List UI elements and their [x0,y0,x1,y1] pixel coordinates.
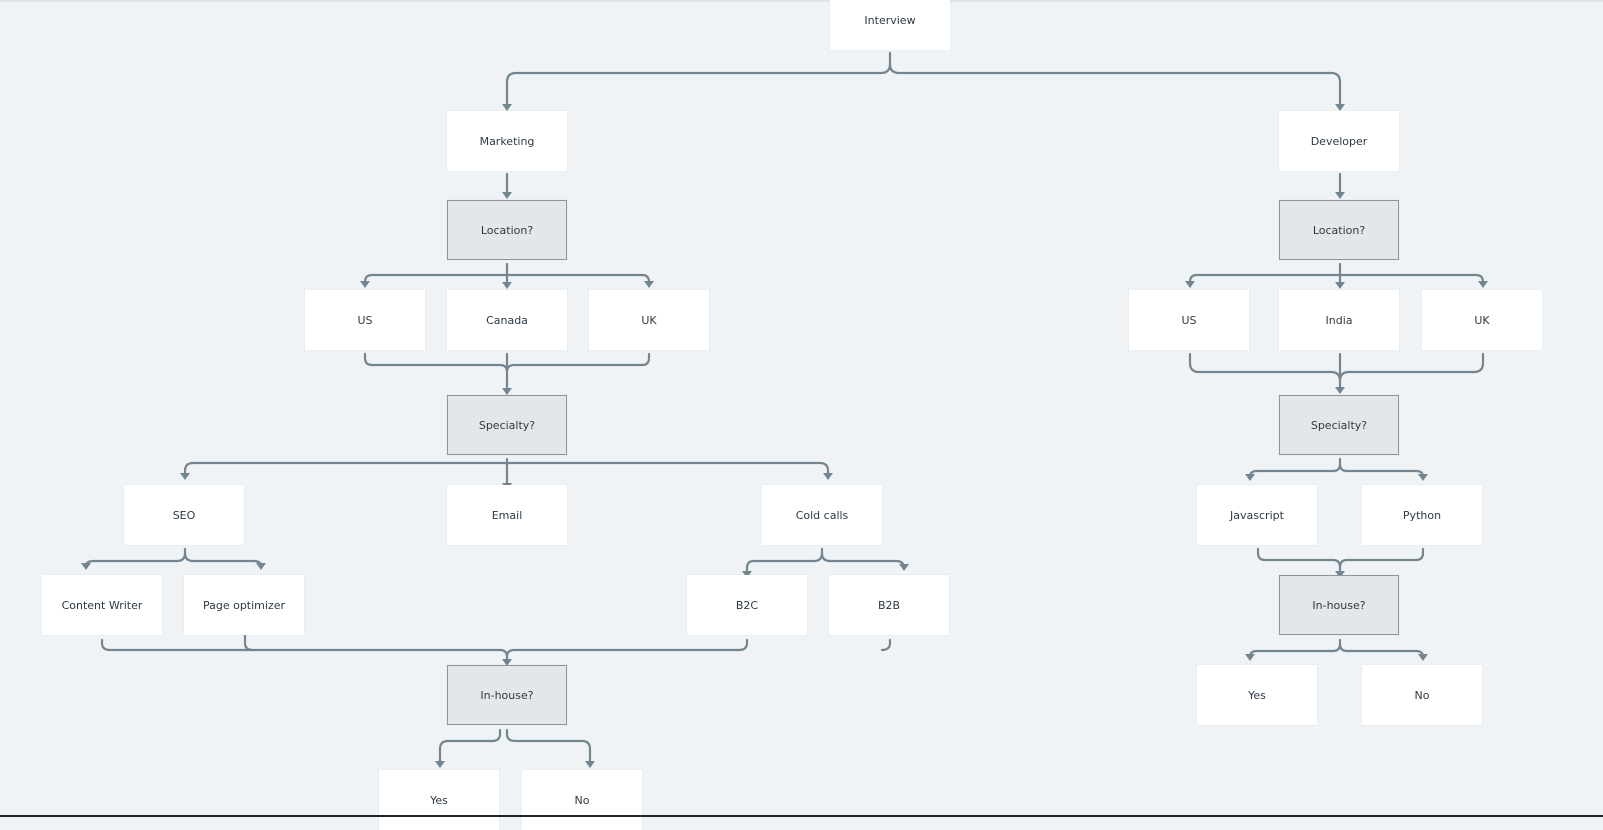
node-marketing-canada[interactable]: Canada [447,290,567,350]
node-developer-inhouse-question[interactable]: In-house? [1279,575,1399,635]
connector-seo-split [84,547,263,568]
connector-leaves-merge [100,634,892,662]
node-marketing-uk[interactable]: UK [589,290,709,350]
connector-m-inhouse-split [438,728,592,764]
connector-interview [505,51,1342,107]
node-marketing-us[interactable]: US [305,290,425,350]
node-developer-yes[interactable]: Yes [1197,665,1317,725]
connector-d-inhouse-split [1248,638,1425,659]
connector-d-locations-merge [1188,352,1485,390]
node-page-optimizer[interactable]: Page optimizer [184,575,304,635]
node-developer-india[interactable]: India [1279,290,1399,350]
node-marketing-yes[interactable]: Yes [379,770,499,830]
connector-m-location-split [363,262,651,285]
node-seo[interactable]: SEO [124,485,244,545]
node-email[interactable]: Email [447,485,567,545]
node-developer-uk[interactable]: UK [1422,290,1542,350]
node-javascript[interactable]: Javascript [1197,485,1317,545]
connector-m-locations-merge [363,352,651,391]
node-developer-location-question[interactable]: Location? [1279,200,1399,260]
node-b2b[interactable]: B2B [829,575,949,635]
arrow-developer [1335,104,1345,111]
node-marketing[interactable]: Marketing [447,111,567,171]
node-cold-calls[interactable]: Cold calls [762,485,882,545]
node-developer-us[interactable]: US [1129,290,1249,350]
node-interview[interactable]: Interview [830,0,950,50]
connector-d-location-split [1188,262,1485,285]
node-content-writer[interactable]: Content Writer [42,575,162,635]
node-b2c[interactable]: B2C [687,575,807,635]
node-marketing-specialty-question[interactable]: Specialty? [447,395,567,455]
connector-coldcalls-split [745,547,906,574]
node-developer[interactable]: Developer [1279,111,1399,171]
connector-m-specialty-split [183,457,830,486]
node-developer-specialty-question[interactable]: Specialty? [1279,395,1399,455]
node-marketing-no[interactable]: No [522,770,642,830]
node-python[interactable]: Python [1362,485,1482,545]
node-marketing-location-question[interactable]: Location? [447,200,567,260]
bottom-edge [0,815,1603,817]
connector-d-specialty-split [1248,457,1425,479]
node-developer-no[interactable]: No [1362,665,1482,725]
arrow-marketing [502,104,512,111]
connector-d-specialty-merge [1256,547,1425,574]
top-edge [0,0,1603,2]
node-marketing-inhouse-question[interactable]: In-house? [447,665,567,725]
